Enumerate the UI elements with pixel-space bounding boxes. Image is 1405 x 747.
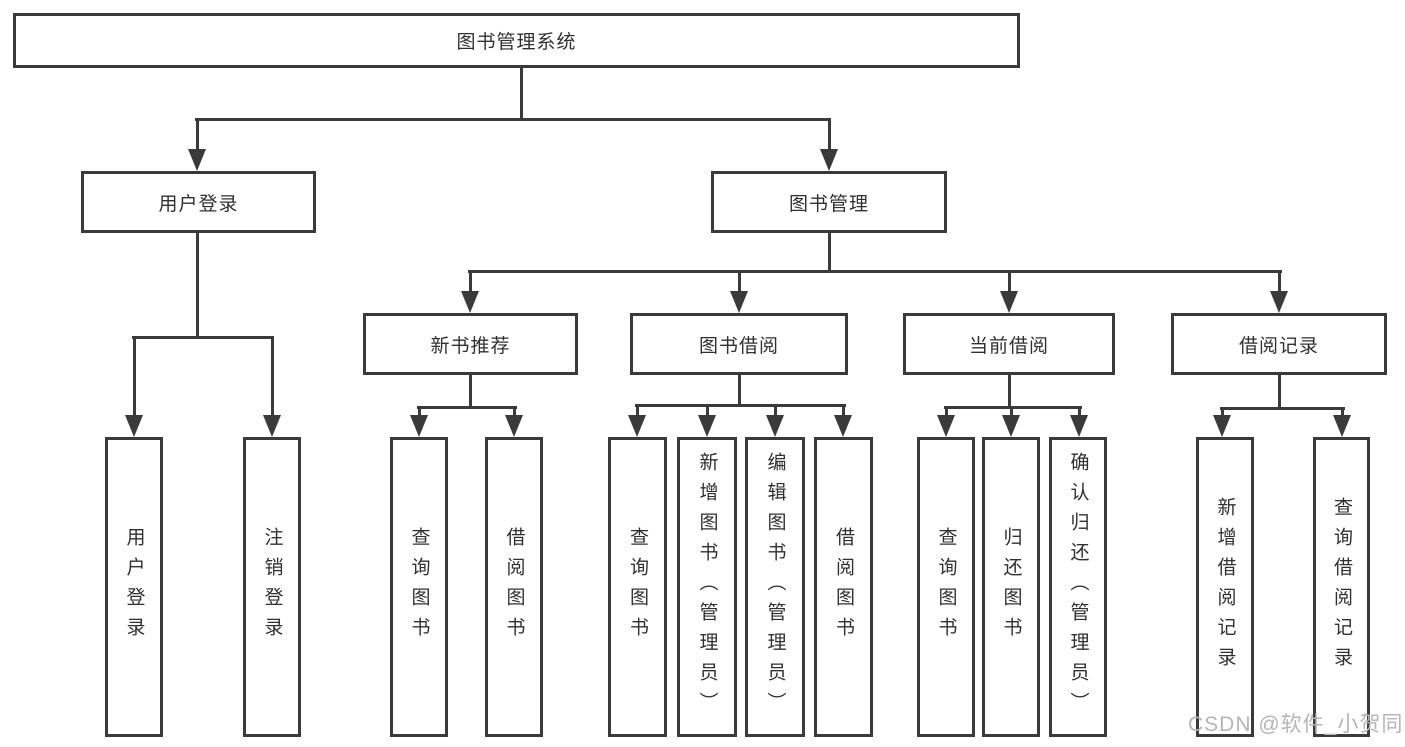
connector-root-stem [520,68,523,121]
connector-root-bus [195,118,831,121]
node-add-borrow-record-label: 新增借阅记录 [1214,497,1236,677]
node-new-book-recommend: 新书推荐 [363,313,578,375]
node-query-books-current: 查询图书 [917,437,975,737]
node-confirm-return-admin-label: 确认归还（管理员） [1067,452,1089,722]
node-add-borrow-record: 新增借阅记录 [1196,437,1254,737]
connector-current-bus [944,406,1082,409]
node-add-book-admin-label: 新增图书（管理员） [696,452,718,722]
connector-leaf-drop [774,404,777,420]
node-borrow-records: 借阅记录 [1171,313,1387,375]
connector-current-drop [1008,270,1011,296]
node-query-books-current-label: 查询图书 [935,527,957,647]
node-borrow-books-leaf: 借阅图书 [814,437,873,737]
node-return-book-label: 归还图书 [1000,527,1022,647]
connector-logout-leaf-drop [271,336,274,421]
node-borrow-books-leaf-label: 借阅图书 [833,527,854,647]
arrow-down-icon [834,415,852,437]
arrow-down-icon [730,291,748,313]
node-query-books-borrow: 查询图书 [608,437,667,737]
node-current-borrow-label: 当前借阅 [968,335,1049,357]
node-query-books-borrow-label: 查询图书 [627,527,648,647]
connector-recommend-drop [469,270,472,296]
connector-login-leaf-drop [133,336,136,421]
connector-leaf-drop [418,406,421,420]
arrow-down-icon [1333,415,1351,437]
node-logout-leaf-label: 注销登录 [261,527,283,647]
connector-recommend-bus [417,406,517,409]
node-query-books-recommend-label: 查询图书 [408,527,430,647]
node-borrow-records-label: 借阅记录 [1238,335,1319,357]
connector-leaf-drop [706,404,709,420]
node-current-borrow: 当前借阅 [903,313,1115,375]
node-root-label: 图书管理系统 [456,32,577,53]
node-add-book-admin: 新增图书（管理员） [677,437,737,737]
node-borrow-books-recommend: 借阅图书 [485,437,543,737]
connector-recommend-stem [469,375,472,409]
arrow-down-icon [188,149,206,171]
node-query-borrow-record: 查询借阅记录 [1313,437,1370,737]
node-edit-book-admin-label: 编辑图书（管理员） [764,452,786,722]
arrow-down-icon [1070,415,1088,437]
connector-records-drop [1278,270,1281,296]
arrow-down-icon [698,415,716,437]
connector-mgmt-stem [828,233,831,273]
connector-leaf-drop [1341,407,1344,420]
connector-book-mgmt-drop [828,118,831,153]
connector-leaf-drop [842,404,845,420]
node-user-login-label: 用户登录 [158,193,239,215]
connector-user-bus [132,336,274,339]
node-root: 图书管理系统 [13,13,1020,68]
node-borrow-books-recommend-label: 借阅图书 [503,527,525,647]
connector-user-stem [196,233,199,339]
arrow-down-icon [410,415,428,437]
node-return-book: 归还图书 [982,437,1040,737]
arrow-down-icon [628,415,646,437]
node-confirm-return-admin: 确认归还（管理员） [1049,437,1107,737]
arrow-down-icon [505,415,523,437]
csdn-watermark: CSDN @软件_小贺同学 [1188,713,1405,736]
connector-leaf-drop [945,406,948,420]
arrow-down-icon [937,415,955,437]
arrow-down-icon [263,415,281,437]
connector-leaf-drop [513,406,516,420]
arrow-down-icon [1000,291,1018,313]
connector-leaf-drop [1221,407,1224,420]
node-user-login: 用户登录 [81,171,316,233]
node-user-login-leaf: 用户登录 [105,437,163,737]
connector-records-bus [1220,407,1345,410]
arrow-down-icon [461,291,479,313]
arrow-down-icon [125,415,143,437]
node-query-borrow-record-label: 查询借阅记录 [1331,497,1352,677]
connector-leaf-drop [636,404,639,420]
node-book-mgmt-label: 图书管理 [788,193,869,215]
node-user-login-leaf-label: 用户登录 [123,527,145,647]
node-edit-book-admin: 编辑图书（管理员） [745,437,805,737]
node-new-book-recommend-label: 新书推荐 [430,335,511,357]
connector-borrow-bus [635,404,846,407]
connector-records-stem [1278,375,1281,410]
node-book-borrow-label: 图书借阅 [698,335,779,357]
node-logout-leaf: 注销登录 [243,437,301,737]
connector-borrow-stem [738,375,741,407]
arrow-down-icon [1002,415,1020,437]
connector-mgmt-bus [468,270,1282,273]
node-book-borrow: 图书借阅 [630,313,848,375]
connector-borrow-drop [738,270,741,296]
arrow-down-icon [1270,291,1288,313]
arrow-down-icon [820,149,838,171]
arrow-down-icon [766,415,784,437]
arrow-down-icon [1213,415,1231,437]
connector-user-login-drop [196,118,199,153]
connector-current-stem [1008,375,1011,409]
connector-leaf-drop [1078,406,1081,420]
connector-leaf-drop [1010,406,1013,420]
node-query-books-recommend: 查询图书 [390,437,448,737]
node-book-mgmt: 图书管理 [711,171,947,233]
